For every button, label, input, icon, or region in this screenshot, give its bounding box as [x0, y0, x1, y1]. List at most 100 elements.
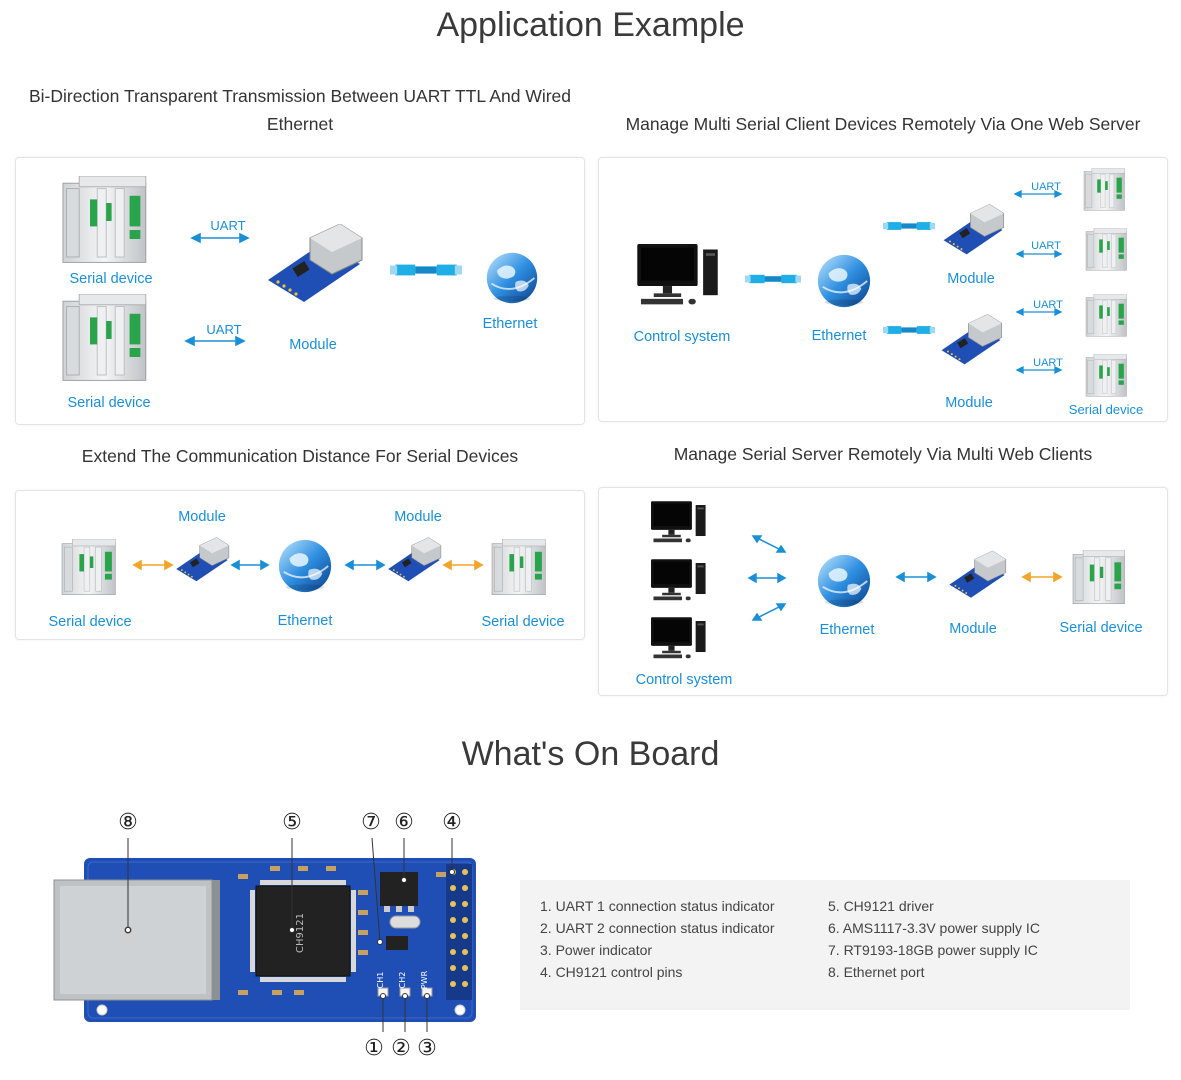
cable-icon [390, 264, 462, 276]
panel4-ethernet: Ethernet [819, 622, 875, 638]
uart-arrows [1013, 189, 1063, 375]
panel2-diagram [637, 168, 1127, 397]
module-icon [949, 550, 1007, 599]
module-bottom-icon [941, 314, 1003, 365]
control-system-3-icon [651, 617, 706, 659]
callout-8: ⑧ [118, 810, 138, 835]
serial-device-top-icon [62, 176, 147, 263]
panel2-ethernet: Ethernet [811, 328, 867, 344]
rt9193-ic [386, 936, 408, 950]
panel3-serial-right: Serial device [481, 614, 565, 630]
control-pins [446, 864, 472, 1000]
panel-extend-distance: Module Module Serial device Ethernet Ser… [15, 490, 585, 640]
panel2-uart-2: UART [1031, 240, 1061, 252]
control-system-icon [637, 244, 718, 305]
application-heading: Application Example [436, 6, 745, 44]
ams1117-ic [380, 872, 418, 906]
list-item: 2. UART 2 connection status indicator [540, 920, 775, 936]
panel1-ethernet: Ethernet [482, 316, 538, 332]
component-list-col1: 1. UART 1 connection status indicator 2.… [540, 895, 775, 983]
silk-pwr: PWR [420, 970, 429, 989]
panel4-title: Manage Serial Server Remotely Via Multi … [673, 444, 1093, 464]
ethernet-globe-icon [816, 553, 872, 609]
list-item: 5. CH9121 driver [828, 898, 934, 914]
panel2-uart-4: UART [1033, 357, 1063, 369]
panel1-uart-top: UART [210, 218, 246, 233]
list-item: 1. UART 1 connection status indicator [540, 898, 775, 914]
panel1-serial-top: Serial device [69, 271, 153, 287]
chip-label: CH9121 [295, 913, 306, 953]
onboard-heading: What's On Board [461, 735, 720, 773]
serial-device-4-icon [1085, 354, 1127, 397]
panel2-title: Manage Multi Serial Client Devices Remot… [625, 114, 1141, 134]
callout-5: ⑤ [282, 810, 302, 835]
control-system-1-icon [651, 501, 706, 543]
panel4-diagram [651, 501, 1125, 659]
cable-icon [745, 274, 801, 284]
board-illustration: CH9121 CH1 CH2 PWR [40, 800, 510, 1070]
panel4-control: Control system [635, 672, 733, 688]
ethernet-globe-icon [485, 251, 539, 305]
panel2-uart-1: UART [1031, 181, 1061, 193]
panel3-diagram [61, 537, 546, 595]
panel2-serial: Serial device [1068, 402, 1144, 417]
panel3-module-right: Module [394, 509, 442, 525]
panel3-title: Extend The Communication Distance For Se… [81, 446, 519, 466]
blue-arrow [895, 571, 937, 583]
serial-device-2-icon [1085, 228, 1127, 271]
client-arrows [747, 535, 787, 621]
panel2-uart-3: UART [1033, 299, 1063, 311]
callout-1: ① [364, 1036, 384, 1061]
panel3-module-left: Module [178, 509, 226, 525]
serial-device-3-icon [1085, 294, 1127, 337]
panel-multi-web-clients: Control system Ethernet Module Serial de… [598, 487, 1168, 696]
callout-3: ③ [417, 1036, 437, 1061]
list-item: 4. CH9121 control pins [540, 964, 683, 980]
orange-arrow [1021, 571, 1063, 583]
callout-7: ⑦ [361, 810, 381, 835]
list-item: 3. Power indicator [540, 942, 653, 958]
panel1-serial-bottom: Serial device [67, 395, 151, 411]
panel1-title-line2: Ethernet [266, 114, 334, 134]
serial-device-1-icon [1083, 168, 1125, 211]
blue-arrow-2 [344, 559, 386, 571]
silk-ch1: CH1 [376, 972, 385, 989]
list-item: 7. RT9193-18GB power supply IC [828, 942, 1038, 958]
module-left-icon [175, 537, 230, 582]
module-top-icon [943, 204, 1005, 255]
board-svg: CH9121 CH1 CH2 PWR [53, 837, 476, 1032]
serial-device-left-icon [61, 539, 116, 595]
module-right-icon [387, 537, 442, 582]
callout-6: ⑥ [394, 810, 414, 835]
panel3-ethernet: Ethernet [277, 613, 333, 629]
callout-2: ② [391, 1036, 411, 1061]
panel4-module: Module [949, 621, 997, 637]
component-list-col2: 5. CH9121 driver 6. AMS1117-3.3V power s… [828, 895, 1040, 983]
panel-multi-serial-clients: Control system Ethernet Module Module UA… [598, 157, 1168, 422]
serial-device-bottom-icon [62, 294, 147, 381]
crystal [389, 915, 421, 929]
component-list: 1. UART 1 connection status indicator 2.… [520, 880, 1130, 1010]
ethernet-globe-icon [816, 253, 872, 309]
uart-arrow-top [190, 232, 250, 244]
orange-arrow-right [442, 559, 484, 571]
serial-device-right-icon [491, 539, 546, 595]
panel2-module-bottom: Module [945, 395, 993, 411]
list-item: 6. AMS1117-3.3V power supply IC [828, 920, 1040, 936]
list-item: 8. Ethernet port [828, 964, 925, 980]
panel2-control: Control system [633, 329, 731, 345]
cable-lower-icon [883, 326, 935, 334]
ethernet-globe-icon [277, 538, 333, 594]
panel1-title: Bi-Direction Transparent Transmission Be… [15, 82, 585, 138]
panel1-module: Module [289, 337, 337, 353]
panel1-title-line1: Bi-Direction Transparent Transmission Be… [28, 86, 572, 106]
panel3-serial-left: Serial device [48, 614, 132, 630]
panel4-serial: Serial device [1059, 620, 1143, 636]
silk-ch2: CH2 [398, 972, 407, 989]
callout-4: ④ [442, 810, 462, 835]
cable-upper-icon [883, 222, 935, 230]
panel2-module-top: Module [947, 271, 995, 287]
panel1-diagram [62, 176, 539, 381]
blue-arrow-1 [230, 559, 270, 571]
ch9121-chip [255, 885, 351, 977]
